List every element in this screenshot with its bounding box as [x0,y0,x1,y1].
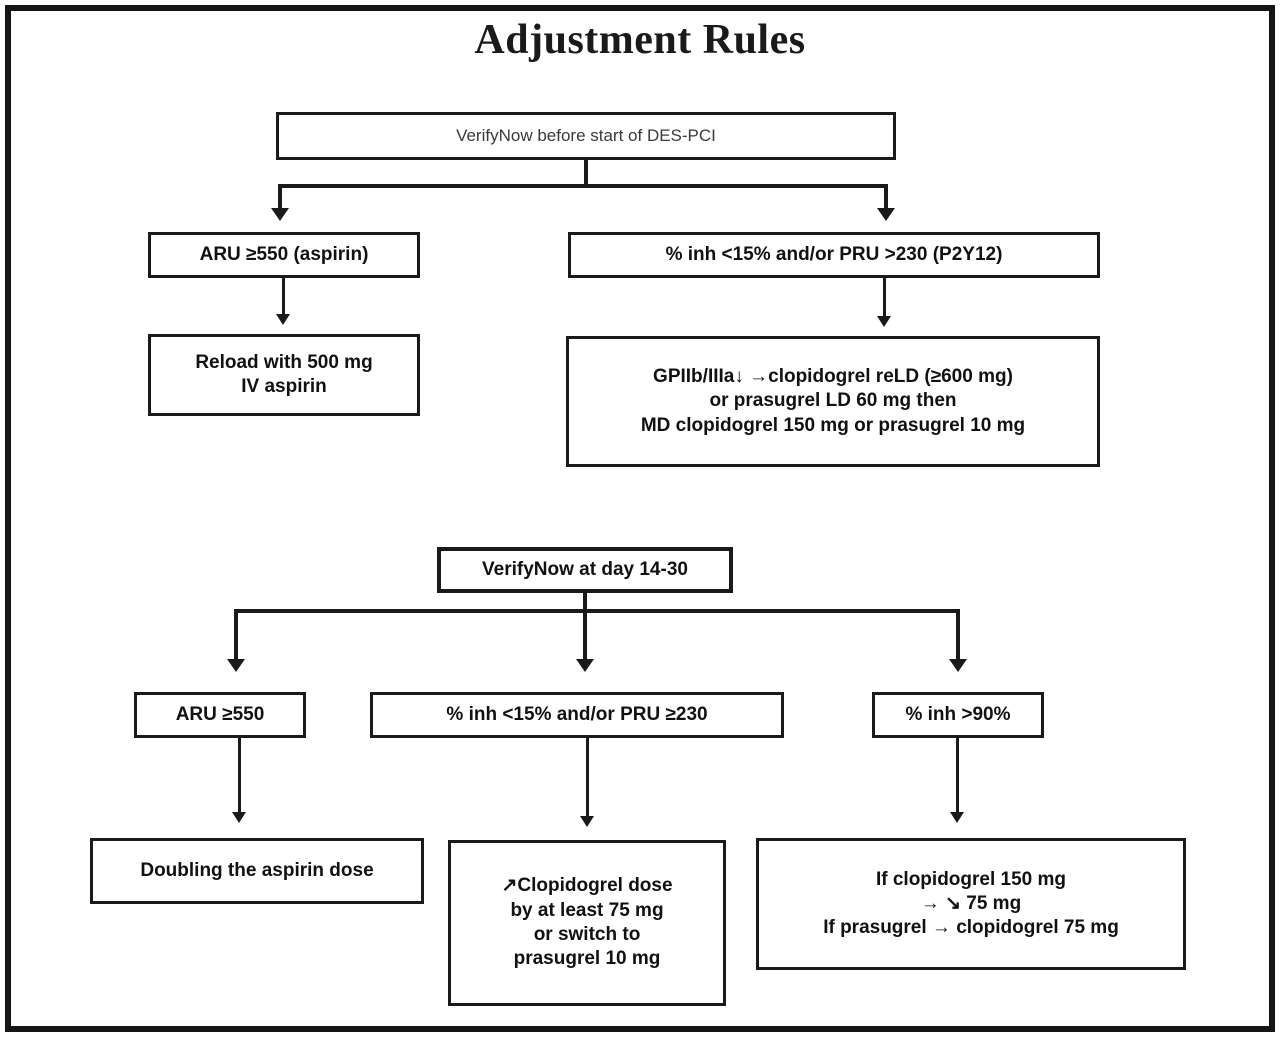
stage2-action-right-box: If clopidogrel 150 mg → ↘ 75 mg If prasu… [756,838,1186,970]
stage2-action-middle-label: ↗Clopidogrel dose by at least 75 mg or s… [501,875,673,970]
stage1-left-condition-box: ARU ≥550 (aspirin) [148,232,420,278]
arrow-stage1-right-action [877,316,891,327]
connector-stage2-drop-middle [583,609,587,661]
arrow-stage2-right-action [950,812,964,823]
arrow-stage2-middle-action [580,816,594,827]
stage2-condition-left-box: ARU ≥550 [134,692,306,738]
arrow-stage1-left-action [276,314,290,325]
stage1-left-action-label: Reload with 500 mg IV aspirin [195,351,373,397]
stage1-left-condition-label: ARU ≥550 (aspirin) [199,243,369,265]
connector-stage2-right-action [956,738,959,816]
connector-stage1-root-stem [584,160,588,184]
stage2-condition-middle-label: % inh <15% and/or PRU ≥230 [446,703,708,725]
stage2-condition-right-label: % inh >90% [905,703,1011,725]
stage1-right-condition-box: % inh <15% and/or PRU >230 (P2Y12) [568,232,1100,278]
connector-stage2-middle-action [586,738,589,820]
stage2-root-label: VerifyNow at day 14-30 [482,558,688,580]
stage1-right-action-box: GPIIb/IIIa↓ →clopidogrel reLD (≥600 mg) … [566,336,1100,467]
connector-stage2-split-bar [234,609,960,613]
arrow-stage2-right [949,659,967,672]
stage1-left-action-box: Reload with 500 mg IV aspirin [148,334,420,416]
arrow-stage1-left [271,208,289,221]
stage2-action-left-box: Doubling the aspirin dose [90,838,424,904]
connector-stage1-right-drop [884,184,888,210]
stage1-root-box: VerifyNow before start of DES-PCI [276,112,896,160]
stage2-root-box: VerifyNow at day 14-30 [437,547,733,593]
arrow-stage2-left-action [232,812,246,823]
stage2-condition-middle-box: % inh <15% and/or PRU ≥230 [370,692,784,738]
connector-stage2-left-action [238,738,241,816]
stage2-action-left-label: Doubling the aspirin dose [140,859,374,881]
arrow-stage2-left [227,659,245,672]
connector-stage1-right-action [883,278,886,320]
page-title: Adjustment Rules [474,17,806,63]
arrow-stage2-middle [576,659,594,672]
stage2-condition-left-label: ARU ≥550 [175,703,265,725]
stage2-action-middle-box: ↗Clopidogrel dose by at least 75 mg or s… [448,840,726,1006]
connector-stage2-drop-right [956,609,960,661]
connector-stage1-left-action [282,278,285,318]
stage2-action-right-label: If clopidogrel 150 mg → ↘ 75 mg If prasu… [823,868,1119,939]
stage1-right-condition-label: % inh <15% and/or PRU >230 (P2Y12) [665,243,1003,265]
connector-stage1-left-drop [278,184,282,210]
arrow-stage1-right [877,208,895,221]
connector-stage1-split-bar [278,184,888,188]
connector-stage2-drop-left [234,609,238,661]
stage1-root-label: VerifyNow before start of DES-PCI [456,126,716,146]
stage2-condition-right-box: % inh >90% [872,692,1044,738]
connector-stage2-root-stem [583,593,587,611]
stage1-right-action-label: GPIIb/IIIa↓ →clopidogrel reLD (≥600 mg) … [640,366,1026,436]
